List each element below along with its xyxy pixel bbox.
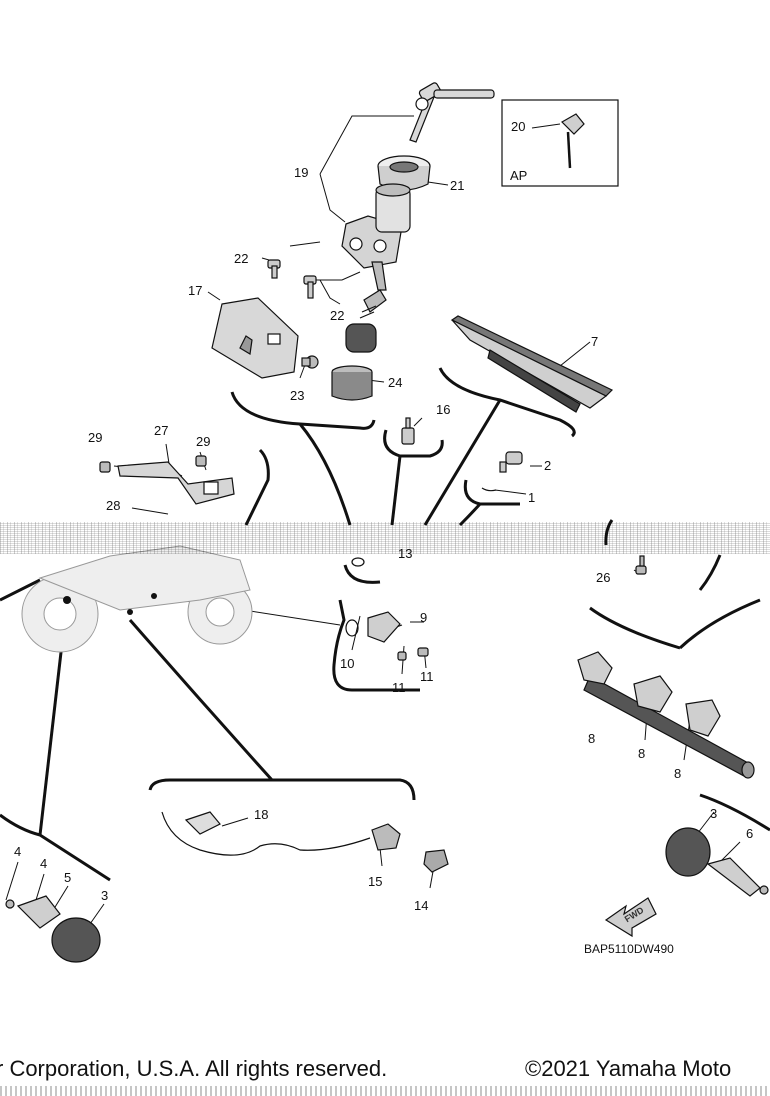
callout-2: 2 [544,458,551,473]
scan-noise-bottom [0,1086,770,1096]
diagram-code: BAP5110DW490 [584,942,674,956]
part-bolt-11b [417,647,429,657]
callout-4a: 4 [14,844,21,859]
callout-27: 27 [154,423,168,438]
callout-15: 15 [368,874,382,889]
callout-18: 18 [254,807,268,822]
part-sensor-16 [401,417,415,445]
part-main-switch [341,183,411,291]
part-sensor-14 [423,849,449,873]
part-bolt-11a [397,651,407,661]
callout-1: 1 [528,490,535,505]
callout-29a: 29 [88,430,102,445]
callout-14: 14 [414,898,428,913]
part-bolt-22b [303,275,317,299]
callout-13: 13 [398,546,412,561]
callout-11a: 11 [392,680,406,695]
callout-7: 7 [591,334,598,349]
callout-22b: 22 [330,308,344,323]
callout-22a: 22 [234,251,248,266]
part-sensor-9 [345,611,401,643]
part-cover-3-right [665,827,711,877]
ap-box-label: AP [510,168,527,183]
part-screw-23 [301,355,319,369]
part-bracket-17 [211,297,299,379]
callout-28: 28 [106,498,120,513]
part-collar-24 [331,365,373,401]
callout-4b: 4 [40,856,47,871]
copyright-right: ©2021 Yamaha Moto [525,1056,732,1081]
fwd-arrow: FWD [604,897,657,938]
part-bolt-29b [195,455,207,467]
part-clip-1 [481,487,497,492]
part-cover-3-left [51,917,101,963]
callout-20: 20 [511,119,525,134]
callout-8c: 8 [674,766,681,781]
callout-labels: 1 2 3 3 4 4 5 6 7 8 8 8 9 10 11 11 13 14… [14,119,753,913]
callout-24: 24 [388,375,402,390]
callout-19: 19 [294,165,308,180]
scan-noise-band [0,522,770,554]
callout-29b: 29 [196,434,210,449]
part-bracket-27 [117,461,235,505]
callout-8a: 8 [588,731,595,746]
callout-21: 21 [450,178,464,193]
callout-9: 9 [420,610,427,625]
part-washer-13 [351,557,365,567]
part-bracket-6 [706,857,769,897]
part-display-7 [450,315,614,413]
callout-3-left: 3 [101,888,108,903]
callout-10: 10 [340,656,354,671]
part-bolt-26 [635,555,647,575]
copyright-left: r Corporation, U.S.A. All rights reserve… [0,1056,388,1081]
motorcycle-silhouette [21,545,253,653]
callout-16: 16 [436,402,450,417]
part-sensor-15 [371,823,401,851]
group-outlines [0,367,770,882]
copyright-footer: r Corporation, U.S.A. All rights reserve… [0,1054,770,1086]
location-dots [63,593,157,615]
callout-11b: 11 [420,669,434,684]
part-handlebar-switches [577,651,755,779]
callout-3-right: 3 [710,806,717,821]
callout-17: 17 [188,283,202,298]
part-spring-rod [345,289,387,353]
callout-8b: 8 [638,746,645,761]
part-sensor-2 [499,451,523,473]
callout-26: 26 [596,570,610,585]
callout-6: 6 [746,826,753,841]
part-harness-18 [161,811,371,856]
part-bracket-5 [5,895,61,929]
callout-5: 5 [64,870,71,885]
part-bolt-22a [267,259,281,279]
ap-box: AP [501,99,619,187]
part-keys [409,82,495,143]
part-bolt-29a [99,461,111,473]
callout-23: 23 [290,388,304,403]
